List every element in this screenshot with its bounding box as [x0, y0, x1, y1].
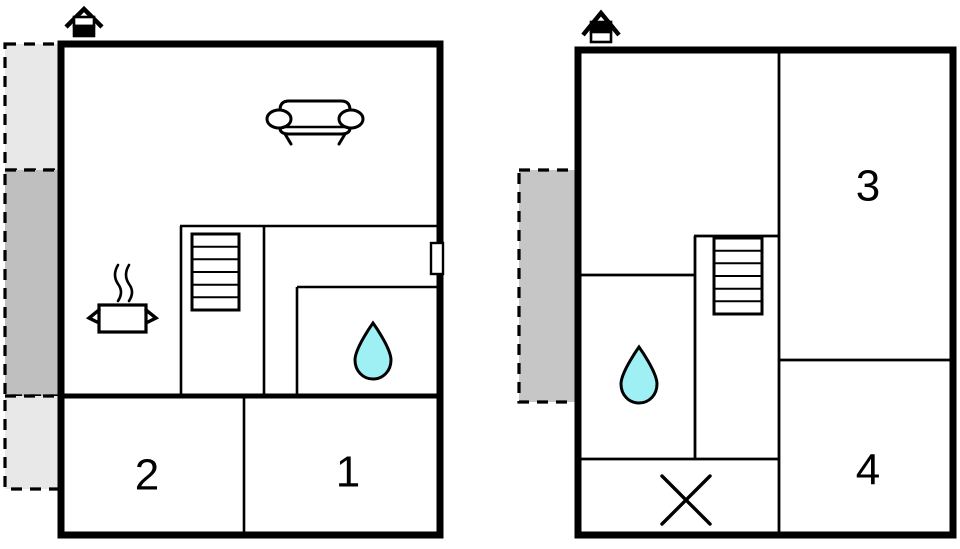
room-number-4: 4 [856, 446, 880, 495]
outer-wall-left [57, 40, 444, 539]
plan-left: 2 1 [3, 5, 445, 539]
room-number-3: 3 [856, 162, 880, 211]
partitions-right [581, 50, 953, 535]
terrace-group-right [517, 168, 581, 404]
room-number-1: 1 [336, 448, 360, 497]
cross-mark-icon [660, 474, 712, 526]
terrace-group-left [3, 42, 64, 491]
terrace-side [517, 168, 581, 404]
terrace-lower [3, 394, 64, 491]
plan-right: 3 4 [517, 9, 957, 539]
terrace-upper [3, 42, 64, 172]
terrace-middle [3, 168, 64, 398]
water-drop-icon [353, 320, 393, 381]
room-number-2: 2 [135, 451, 159, 500]
stairs-icon [712, 236, 764, 316]
house-entrance-icon-bottom-filled [64, 5, 104, 38]
cooking-pot-icon [85, 263, 160, 334]
partitions-left [179, 224, 440, 535]
sofa-icon [265, 99, 365, 146]
house-entrance-icon-top-filled [581, 9, 621, 44]
water-drop-icon [619, 344, 659, 405]
window-icon [429, 241, 445, 276]
stairs-icon [190, 232, 241, 312]
outer-wall-right [574, 46, 957, 539]
